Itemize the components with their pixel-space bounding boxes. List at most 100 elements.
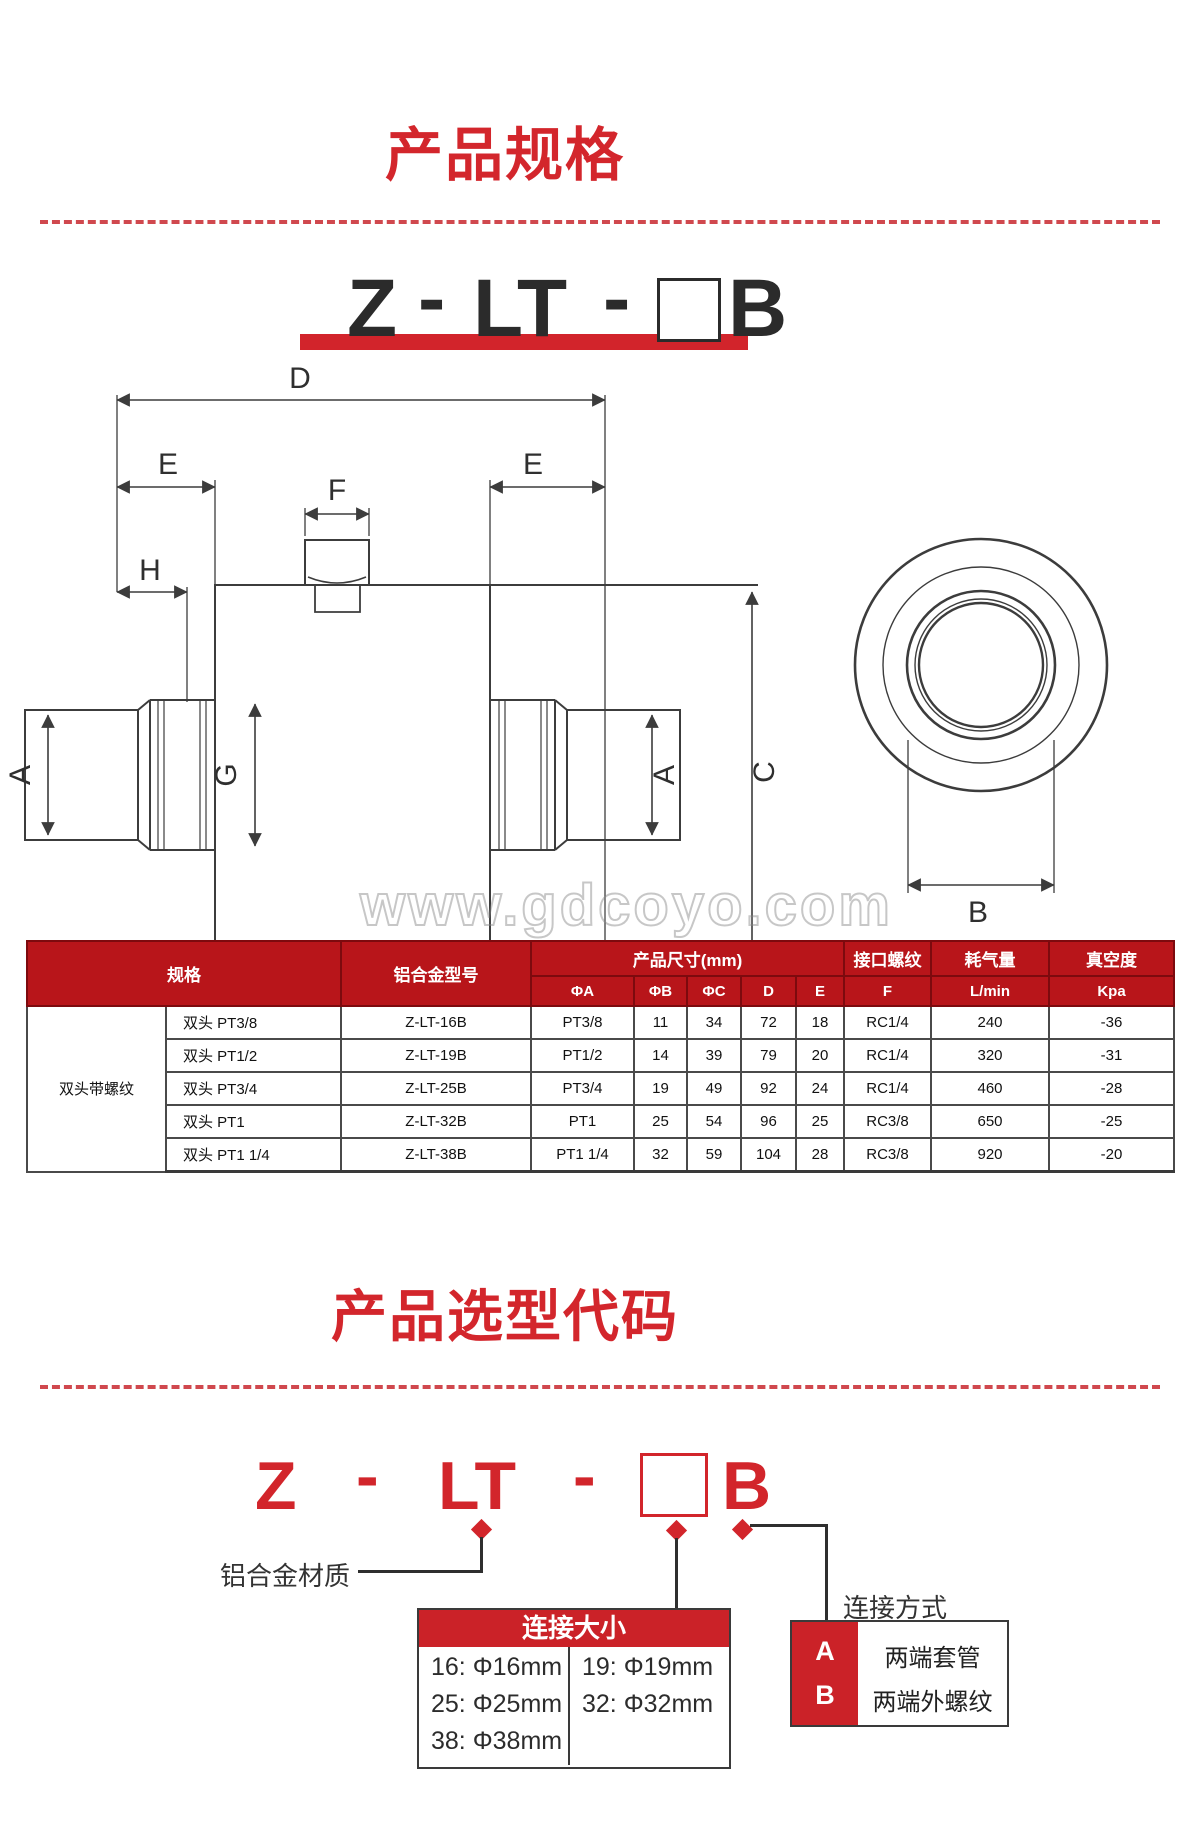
cell-model: Z-LT-19B — [340, 1038, 532, 1073]
cell-phi-c: 34 — [686, 1005, 742, 1040]
dim-label-g: G — [210, 763, 243, 786]
model-code-b: B — [728, 263, 788, 354]
cell-phi-a: PT1 1/4 — [530, 1137, 635, 1173]
method-code-b: B — [815, 1680, 835, 1710]
cell-model: Z-LT-25B — [340, 1071, 532, 1106]
table-row: 双头带螺纹 双头 PT3/8 Z-LT-16B PT3/8 11 34 72 1… — [26, 1005, 1175, 1173]
connector-line — [480, 1537, 483, 1573]
selection-code-dash: - — [573, 1438, 596, 1514]
col-subheader-f: F — [843, 975, 932, 1007]
cell-air: 320 — [930, 1038, 1050, 1073]
connection-size-header: 连接大小 — [419, 1610, 729, 1647]
connection-method-label: 连接方式 — [843, 1593, 948, 1623]
dim-label-h: H — [139, 554, 161, 587]
cell-spec: 双头 PT3/4 — [165, 1071, 342, 1106]
cell-f: RC3/8 — [843, 1137, 932, 1173]
selection-code-size-box — [640, 1453, 708, 1517]
col-header-air: 耗气量 — [930, 940, 1050, 977]
size-option: 25: Φ25mm — [431, 1690, 563, 1718]
col-header-model: 铝合金型号 — [340, 940, 532, 1007]
size-column-right: 19: Φ19mm 32: Φ32mm — [570, 1647, 729, 1765]
cell-phi-c: 39 — [686, 1038, 742, 1073]
connector-line — [750, 1524, 828, 1527]
model-code-size-box — [657, 278, 721, 342]
connection-method-table: A B 两端套管 两端外螺纹 — [790, 1620, 1009, 1727]
dim-label-e-left: E — [158, 448, 178, 481]
col-subheader-e: E — [795, 975, 845, 1007]
cell-f: RC1/4 — [843, 1038, 932, 1073]
col-subheader-phi-a: ΦA — [530, 975, 635, 1007]
cell-vac: -28 — [1048, 1071, 1175, 1106]
cell-phi-b: 19 — [633, 1071, 688, 1106]
size-option: 16: Φ16mm — [431, 1653, 563, 1681]
table-row: 双头 PT1/2 Z-LT-19B PT1/2 14 39 79 20 RC1/… — [27, 1038, 1175, 1073]
cell-phi-b: 32 — [633, 1137, 688, 1173]
cell-phi-c: 59 — [686, 1137, 742, 1173]
dim-label-f: F — [328, 474, 346, 507]
cell-d: 92 — [740, 1071, 797, 1106]
cell-group: 双头带螺纹 — [26, 1005, 167, 1173]
col-subheader-phi-b: ΦB — [633, 975, 688, 1007]
size-option: 38: Φ38mm — [431, 1727, 563, 1755]
col-header-spec: 规格 — [26, 940, 342, 1007]
cell-e: 24 — [795, 1071, 845, 1106]
cell-phi-b: 25 — [633, 1104, 688, 1139]
table-row: 双头 PT3/4 Z-LT-25B PT3/4 19 49 92 24 RC1/… — [27, 1071, 1175, 1106]
cell-phi-b: 14 — [633, 1038, 688, 1073]
cell-phi-a: PT1 — [530, 1104, 635, 1139]
table-row: 双头 PT1 Z-LT-32B PT1 25 54 96 25 RC3/8 65… — [27, 1104, 1175, 1139]
selection-title: 产品选型代码 — [331, 1285, 679, 1348]
cell-phi-a: PT3/8 — [530, 1005, 635, 1040]
cell-e: 28 — [795, 1137, 845, 1173]
cell-model: Z-LT-32B — [340, 1104, 532, 1139]
cell-spec: 双头 PT3/8 — [165, 1005, 342, 1040]
cell-vac: -25 — [1048, 1104, 1175, 1139]
method-desc-b: 两端外螺纹 — [872, 1689, 993, 1716]
dim-label-b: B — [968, 896, 988, 929]
model-code-z: Z — [347, 263, 398, 354]
cell-vac: -20 — [1048, 1137, 1175, 1173]
cell-spec: 双头 PT1 — [165, 1104, 342, 1139]
material-label: 铝合金材质 — [219, 1561, 350, 1591]
col-subheader-air-unit: L/min — [930, 975, 1050, 1007]
dashed-divider — [40, 1385, 1160, 1389]
connection-size-table: 连接大小 16: Φ16mm 25: Φ25mm 38: Φ38mm 19: Φ… — [417, 1608, 731, 1769]
method-code-column — [792, 1622, 858, 1725]
cell-vac: -36 — [1048, 1005, 1175, 1040]
col-subheader-d: D — [740, 975, 797, 1007]
cell-model: Z-LT-38B — [340, 1137, 532, 1173]
selection-code-b: B — [722, 1448, 772, 1524]
dim-label-d: D — [289, 362, 311, 395]
method-code-a: A — [815, 1636, 835, 1666]
cell-air: 650 — [930, 1104, 1050, 1139]
watermark: www.gdcoyo.com — [359, 872, 893, 939]
selection-code-dash: - — [356, 1438, 379, 1514]
cell-phi-c: 49 — [686, 1071, 742, 1106]
cell-d: 96 — [740, 1104, 797, 1139]
cell-air: 920 — [930, 1137, 1050, 1173]
table-row: 双头 PT1 1/4 Z-LT-38B PT1 1/4 32 59 104 28… — [27, 1137, 1175, 1173]
cell-f: RC1/4 — [843, 1071, 932, 1106]
cell-d: 79 — [740, 1038, 797, 1073]
size-option: 19: Φ19mm — [582, 1653, 714, 1681]
model-code-dash: - — [418, 253, 446, 344]
cell-phi-b: 11 — [633, 1005, 688, 1040]
cell-phi-a: PT1/2 — [530, 1038, 635, 1073]
col-header-thread: 接口螺纹 — [843, 940, 932, 977]
dim-label-c: C — [748, 761, 781, 783]
cell-e: 20 — [795, 1038, 845, 1073]
cell-d: 72 — [740, 1005, 797, 1040]
size-option: 32: Φ32mm — [582, 1690, 714, 1718]
dim-label-a-right: A — [648, 765, 681, 785]
model-code-lt: LT — [473, 263, 568, 354]
method-desc-a: 两端套管 — [884, 1645, 981, 1672]
cell-e: 18 — [795, 1005, 845, 1040]
selection-code-lt: LT — [438, 1448, 517, 1524]
technical-drawing: D E E F H A G A C B — [4, 362, 1109, 961]
connector-line — [825, 1524, 828, 1620]
cell-f: RC1/4 — [843, 1005, 932, 1040]
dim-label-a-left: A — [4, 765, 37, 785]
col-header-vacuum: 真空度 — [1048, 940, 1175, 977]
model-code-dash: - — [603, 253, 631, 344]
cell-phi-a: PT3/4 — [530, 1071, 635, 1106]
